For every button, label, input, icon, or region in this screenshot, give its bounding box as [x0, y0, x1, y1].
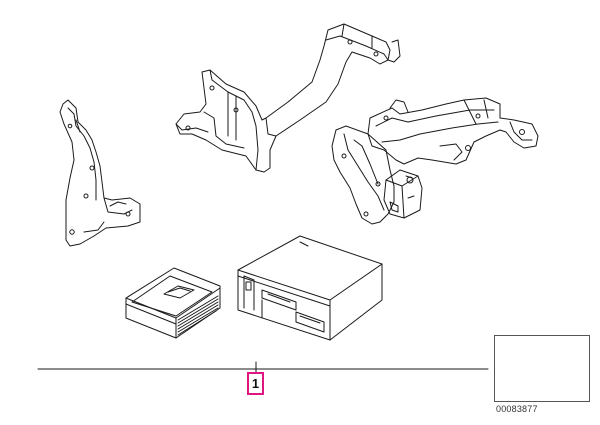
upper-bracket [176, 24, 400, 172]
cd-magazine [126, 268, 220, 338]
right-bracket-assembly [332, 98, 538, 224]
vehicle-location-thumbnail [494, 335, 590, 402]
reference-line [37, 361, 489, 373]
callout-label-1[interactable]: 1 [247, 372, 264, 395]
document-number: 00083877 [496, 404, 538, 414]
cd-changer [238, 236, 382, 340]
left-bracket [60, 100, 140, 246]
